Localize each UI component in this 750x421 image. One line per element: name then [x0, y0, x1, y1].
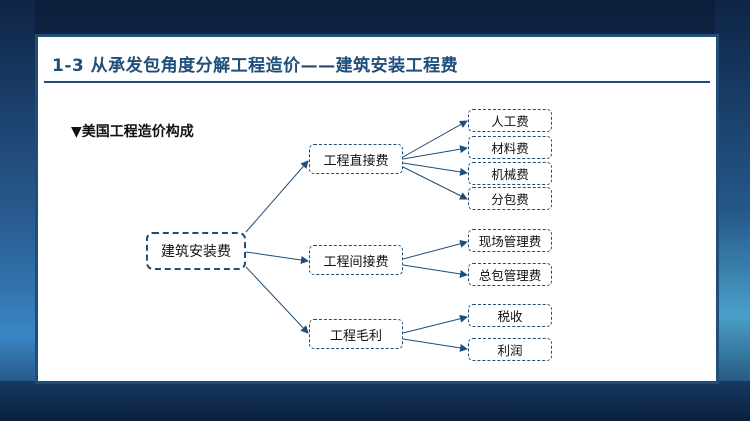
arrow-root-to-direct	[245, 160, 309, 233]
node-tax: 税收	[468, 304, 552, 327]
arrow-root-to-indirect	[245, 251, 309, 264]
node-subcontract-cost: 分包费	[468, 187, 552, 210]
node-general-contractor-management-fee: 总包管理费	[468, 263, 552, 286]
arrow-direct-to-material	[402, 145, 468, 160]
slide-subtitle: ▼美国工程造价构成	[71, 124, 194, 140]
node-gross-profit: 工程毛利	[309, 319, 403, 349]
arrow-profit-to-profit	[402, 338, 468, 352]
background-right-city	[715, 0, 750, 421]
node-profit: 利润	[468, 338, 552, 361]
title-divider	[44, 81, 710, 83]
slide-frame: 1-3 从承发包角度分解工程造价——建筑安装工程费 ▼美国工程造价构成	[35, 34, 719, 384]
arrow-root-to-profit	[245, 266, 309, 334]
node-labor-cost: 人工费	[468, 109, 552, 132]
arrow-direct-to-machinery	[402, 162, 468, 176]
node-direct-cost: 工程直接费	[309, 144, 403, 174]
cost-breakdown-diagram: 建筑安装费 工程直接费 工程间接费 工程毛利 人工费 材料费 机械费 分包费 现…	[38, 37, 722, 387]
arrow-indirect-to-site-mgmt	[402, 239, 468, 260]
node-construction-install-fee: 建筑安装费	[146, 232, 246, 270]
background-bottom-city	[0, 381, 750, 421]
arrow-profit-to-tax	[402, 314, 468, 334]
node-indirect-cost: 工程间接费	[309, 245, 403, 275]
connector-layer	[245, 120, 468, 352]
node-machinery-cost: 机械费	[468, 162, 552, 185]
node-site-management-fee: 现场管理费	[468, 229, 552, 252]
arrow-direct-to-labor	[402, 120, 468, 158]
slide-title: 1-3 从承发包角度分解工程造价——建筑安装工程费	[52, 56, 459, 76]
arrow-direct-to-subcontract	[402, 166, 468, 200]
arrow-indirect-to-gc-mgmt	[402, 264, 468, 278]
background-left-city	[0, 0, 35, 421]
node-material-cost: 材料费	[468, 136, 552, 159]
